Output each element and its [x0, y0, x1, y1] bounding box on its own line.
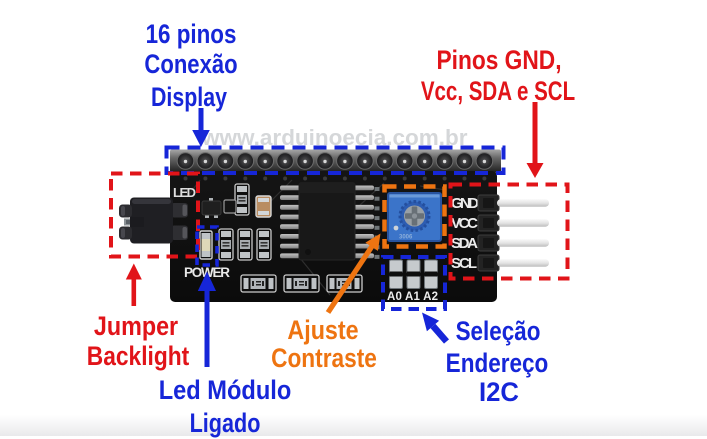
svg-text:LED: LED: [173, 185, 196, 200]
svg-text:GND: GND: [451, 195, 479, 212]
svg-text:SDA: SDA: [451, 235, 478, 252]
svg-text:A0 A1 A2: A0 A1 A2: [387, 291, 438, 303]
svg-text:SCL: SCL: [451, 255, 477, 272]
svg-text:VCC: VCC: [451, 215, 478, 232]
svg-text:3006: 3006: [399, 235, 413, 241]
